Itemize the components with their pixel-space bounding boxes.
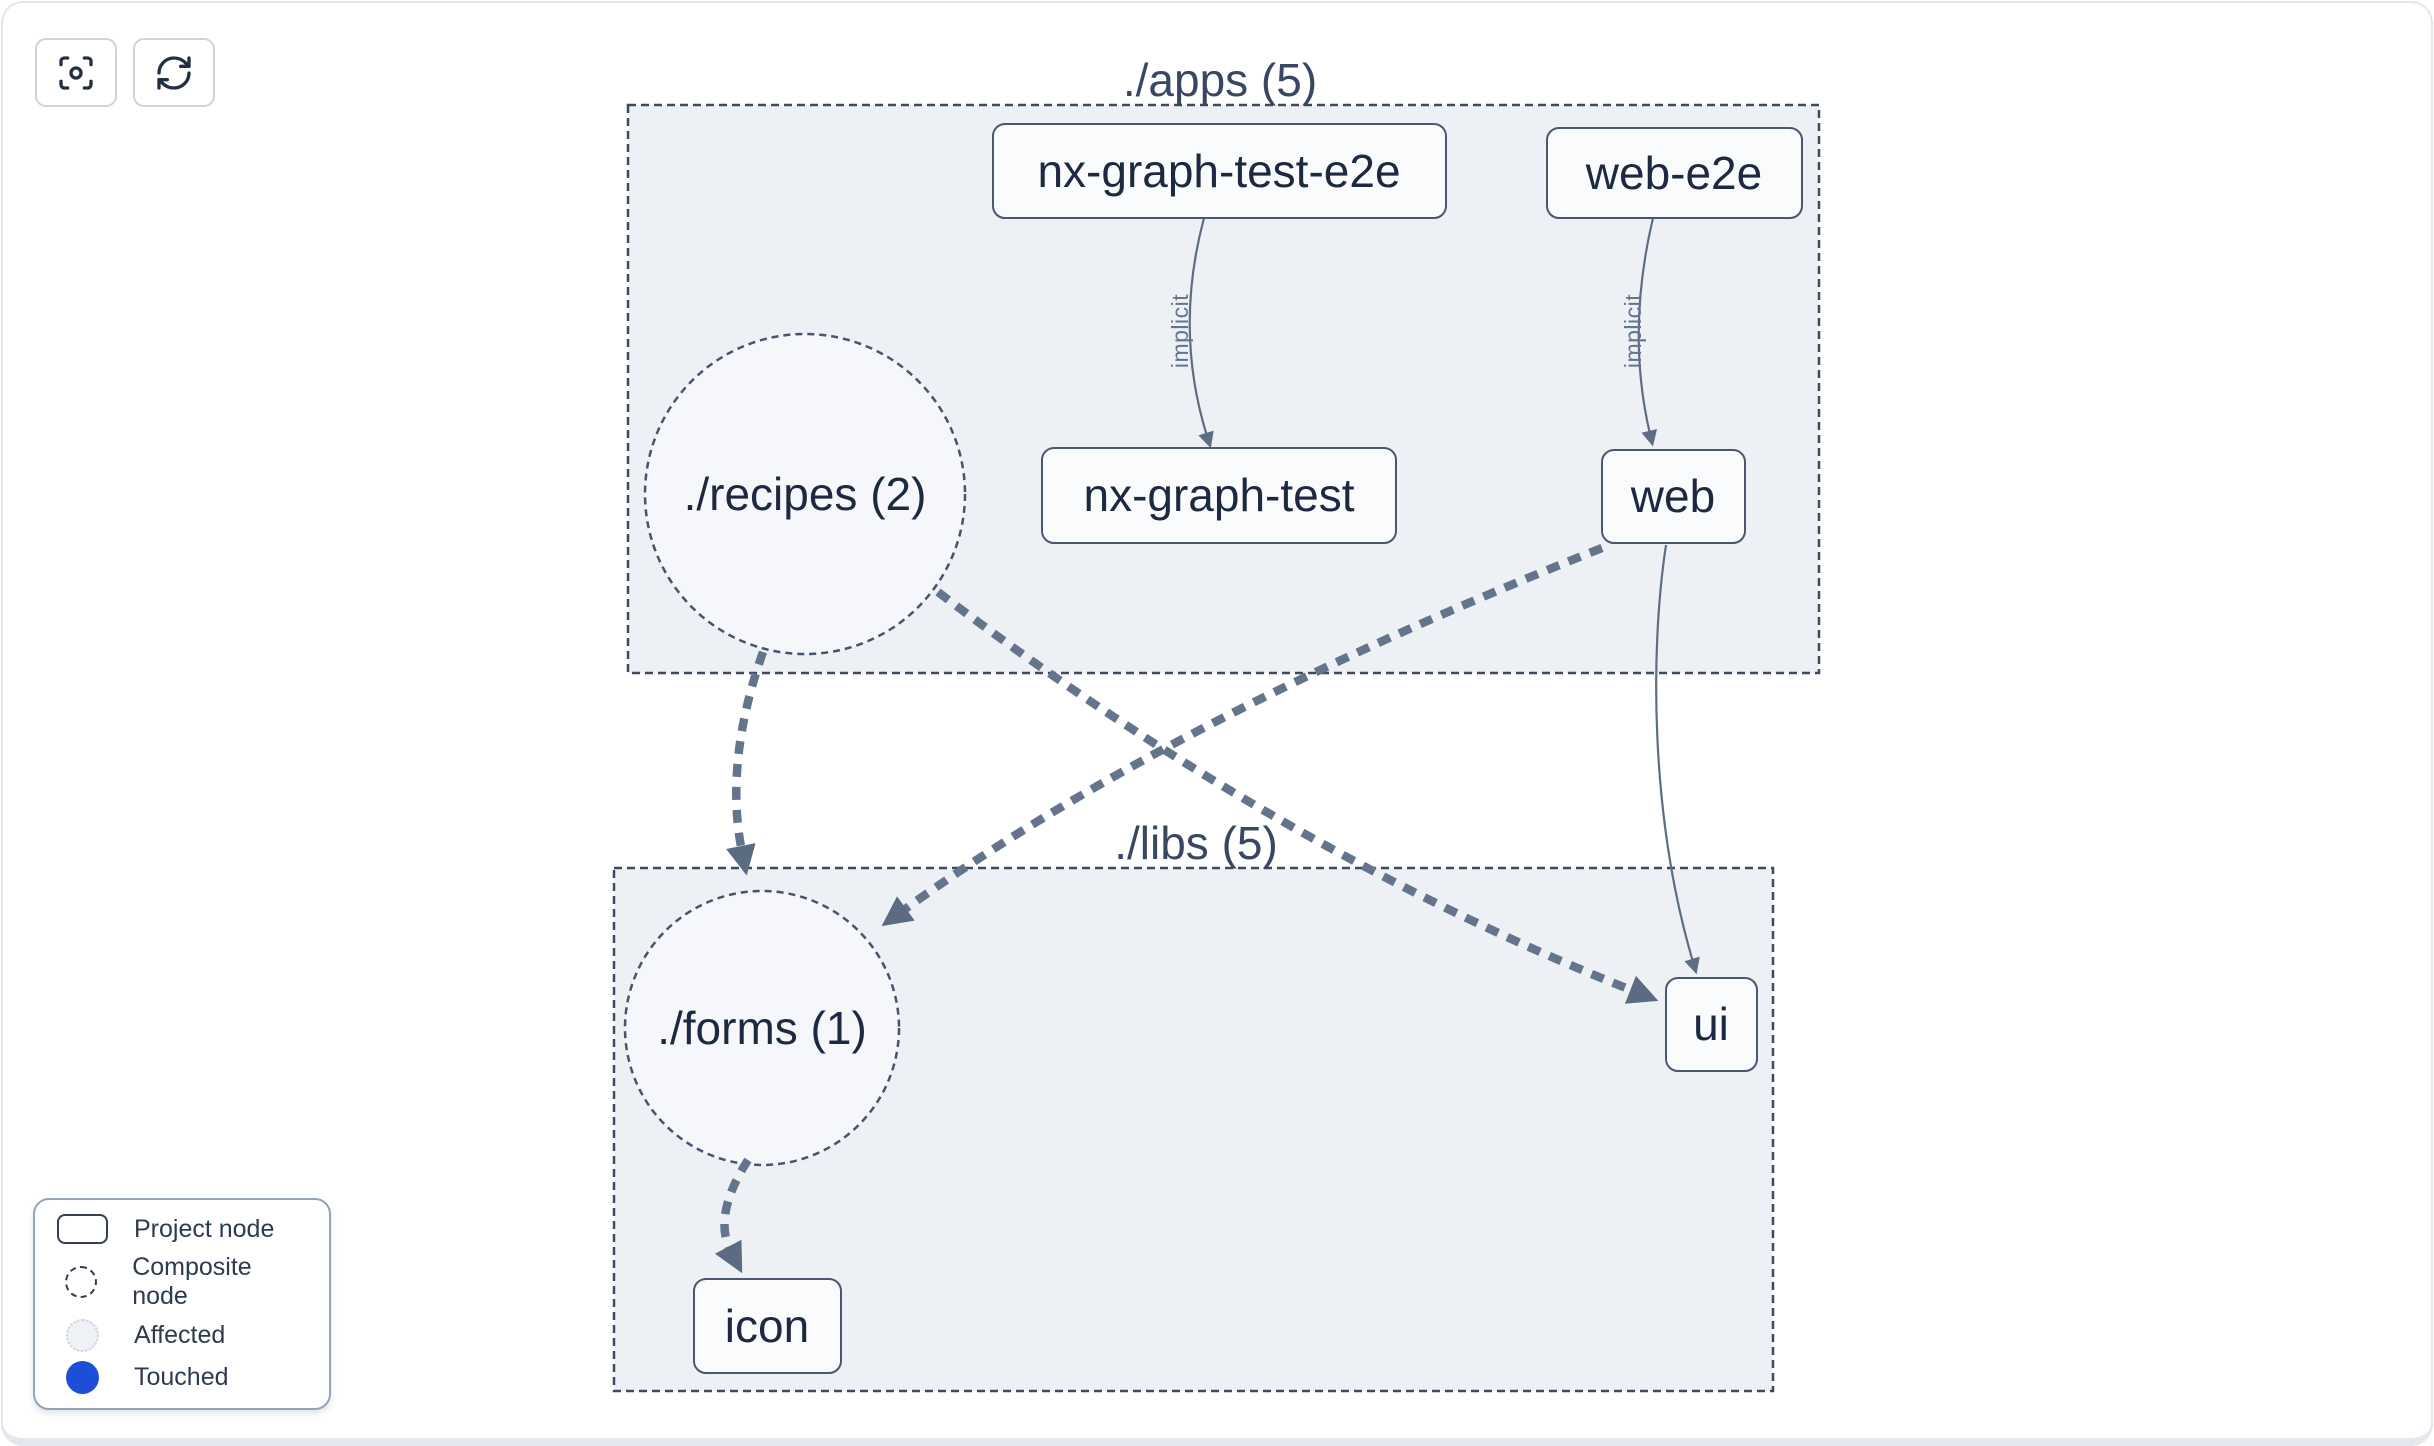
node-label: web-e2e: [1585, 147, 1762, 199]
project-node-icon[interactable]: [693, 1278, 842, 1374]
focus-button[interactable]: [35, 38, 117, 107]
legend-label: Composite node: [132, 1252, 252, 1310]
edge-forms-to-icon: [714, 1157, 752, 1274]
legend-label: Touched: [134, 1362, 229, 1391]
group-libs-label: ./libs (5): [1114, 817, 1278, 869]
legend-item-project-node: Project node: [35, 1214, 329, 1245]
edge-recipes-to-forms: [726, 650, 768, 876]
legend-item-composite-node: Composite node: [35, 1253, 329, 1311]
edge-web-to-ui: [1655, 544, 1700, 975]
project-node-web[interactable]: [1601, 449, 1746, 544]
project-node-web-e2e[interactable]: [1546, 127, 1803, 219]
legend-label: Affected: [134, 1321, 226, 1350]
refresh-icon: [154, 53, 194, 93]
composite-node-label: ./forms (1): [657, 1002, 867, 1054]
edge-web-to-forms: [881, 544, 1604, 927]
project-node-ui[interactable]: [1665, 977, 1758, 1072]
legend-item-affected: Affected: [35, 1319, 329, 1353]
node-label: web: [1630, 470, 1715, 522]
node-label: nx-graph-test-e2e: [1037, 145, 1400, 197]
node-label: nx-graph-test: [1083, 469, 1354, 521]
edge-label-implicit: implicit: [1620, 294, 1646, 368]
legend-label: Project node: [134, 1214, 275, 1243]
composite-node-forms[interactable]: [623, 889, 901, 1167]
node-label: icon: [725, 1300, 809, 1352]
project-node-nx-graph-test[interactable]: [1041, 447, 1397, 544]
project-node-nx-graph-test-e2e[interactable]: [992, 123, 1447, 219]
toolbar: [35, 38, 215, 107]
edge-recipes-to-ui: [935, 588, 1659, 1004]
group-apps-label: ./apps (5): [1123, 54, 1317, 106]
legend: Project node Composite node Affected Tou…: [33, 1198, 331, 1410]
composite-node-recipes[interactable]: [643, 332, 967, 656]
edge-nx-graph-test-e2e-to-nx-graph-test: [1188, 217, 1214, 449]
focus-icon: [56, 53, 96, 93]
project-node-swatch: [56, 1214, 108, 1245]
edge-label-implicit: implicit: [1167, 294, 1193, 368]
composite-node-label: ./recipes (2): [684, 468, 927, 520]
node-label: ui: [1693, 998, 1729, 1050]
legend-item-touched: Touched: [35, 1360, 329, 1394]
touched-swatch: [65, 1360, 99, 1394]
composite-node-swatch: [65, 1265, 98, 1298]
edge-web-e2e-to-web: [1637, 217, 1658, 447]
refresh-button[interactable]: [133, 38, 215, 107]
affected-swatch: [65, 1319, 99, 1353]
